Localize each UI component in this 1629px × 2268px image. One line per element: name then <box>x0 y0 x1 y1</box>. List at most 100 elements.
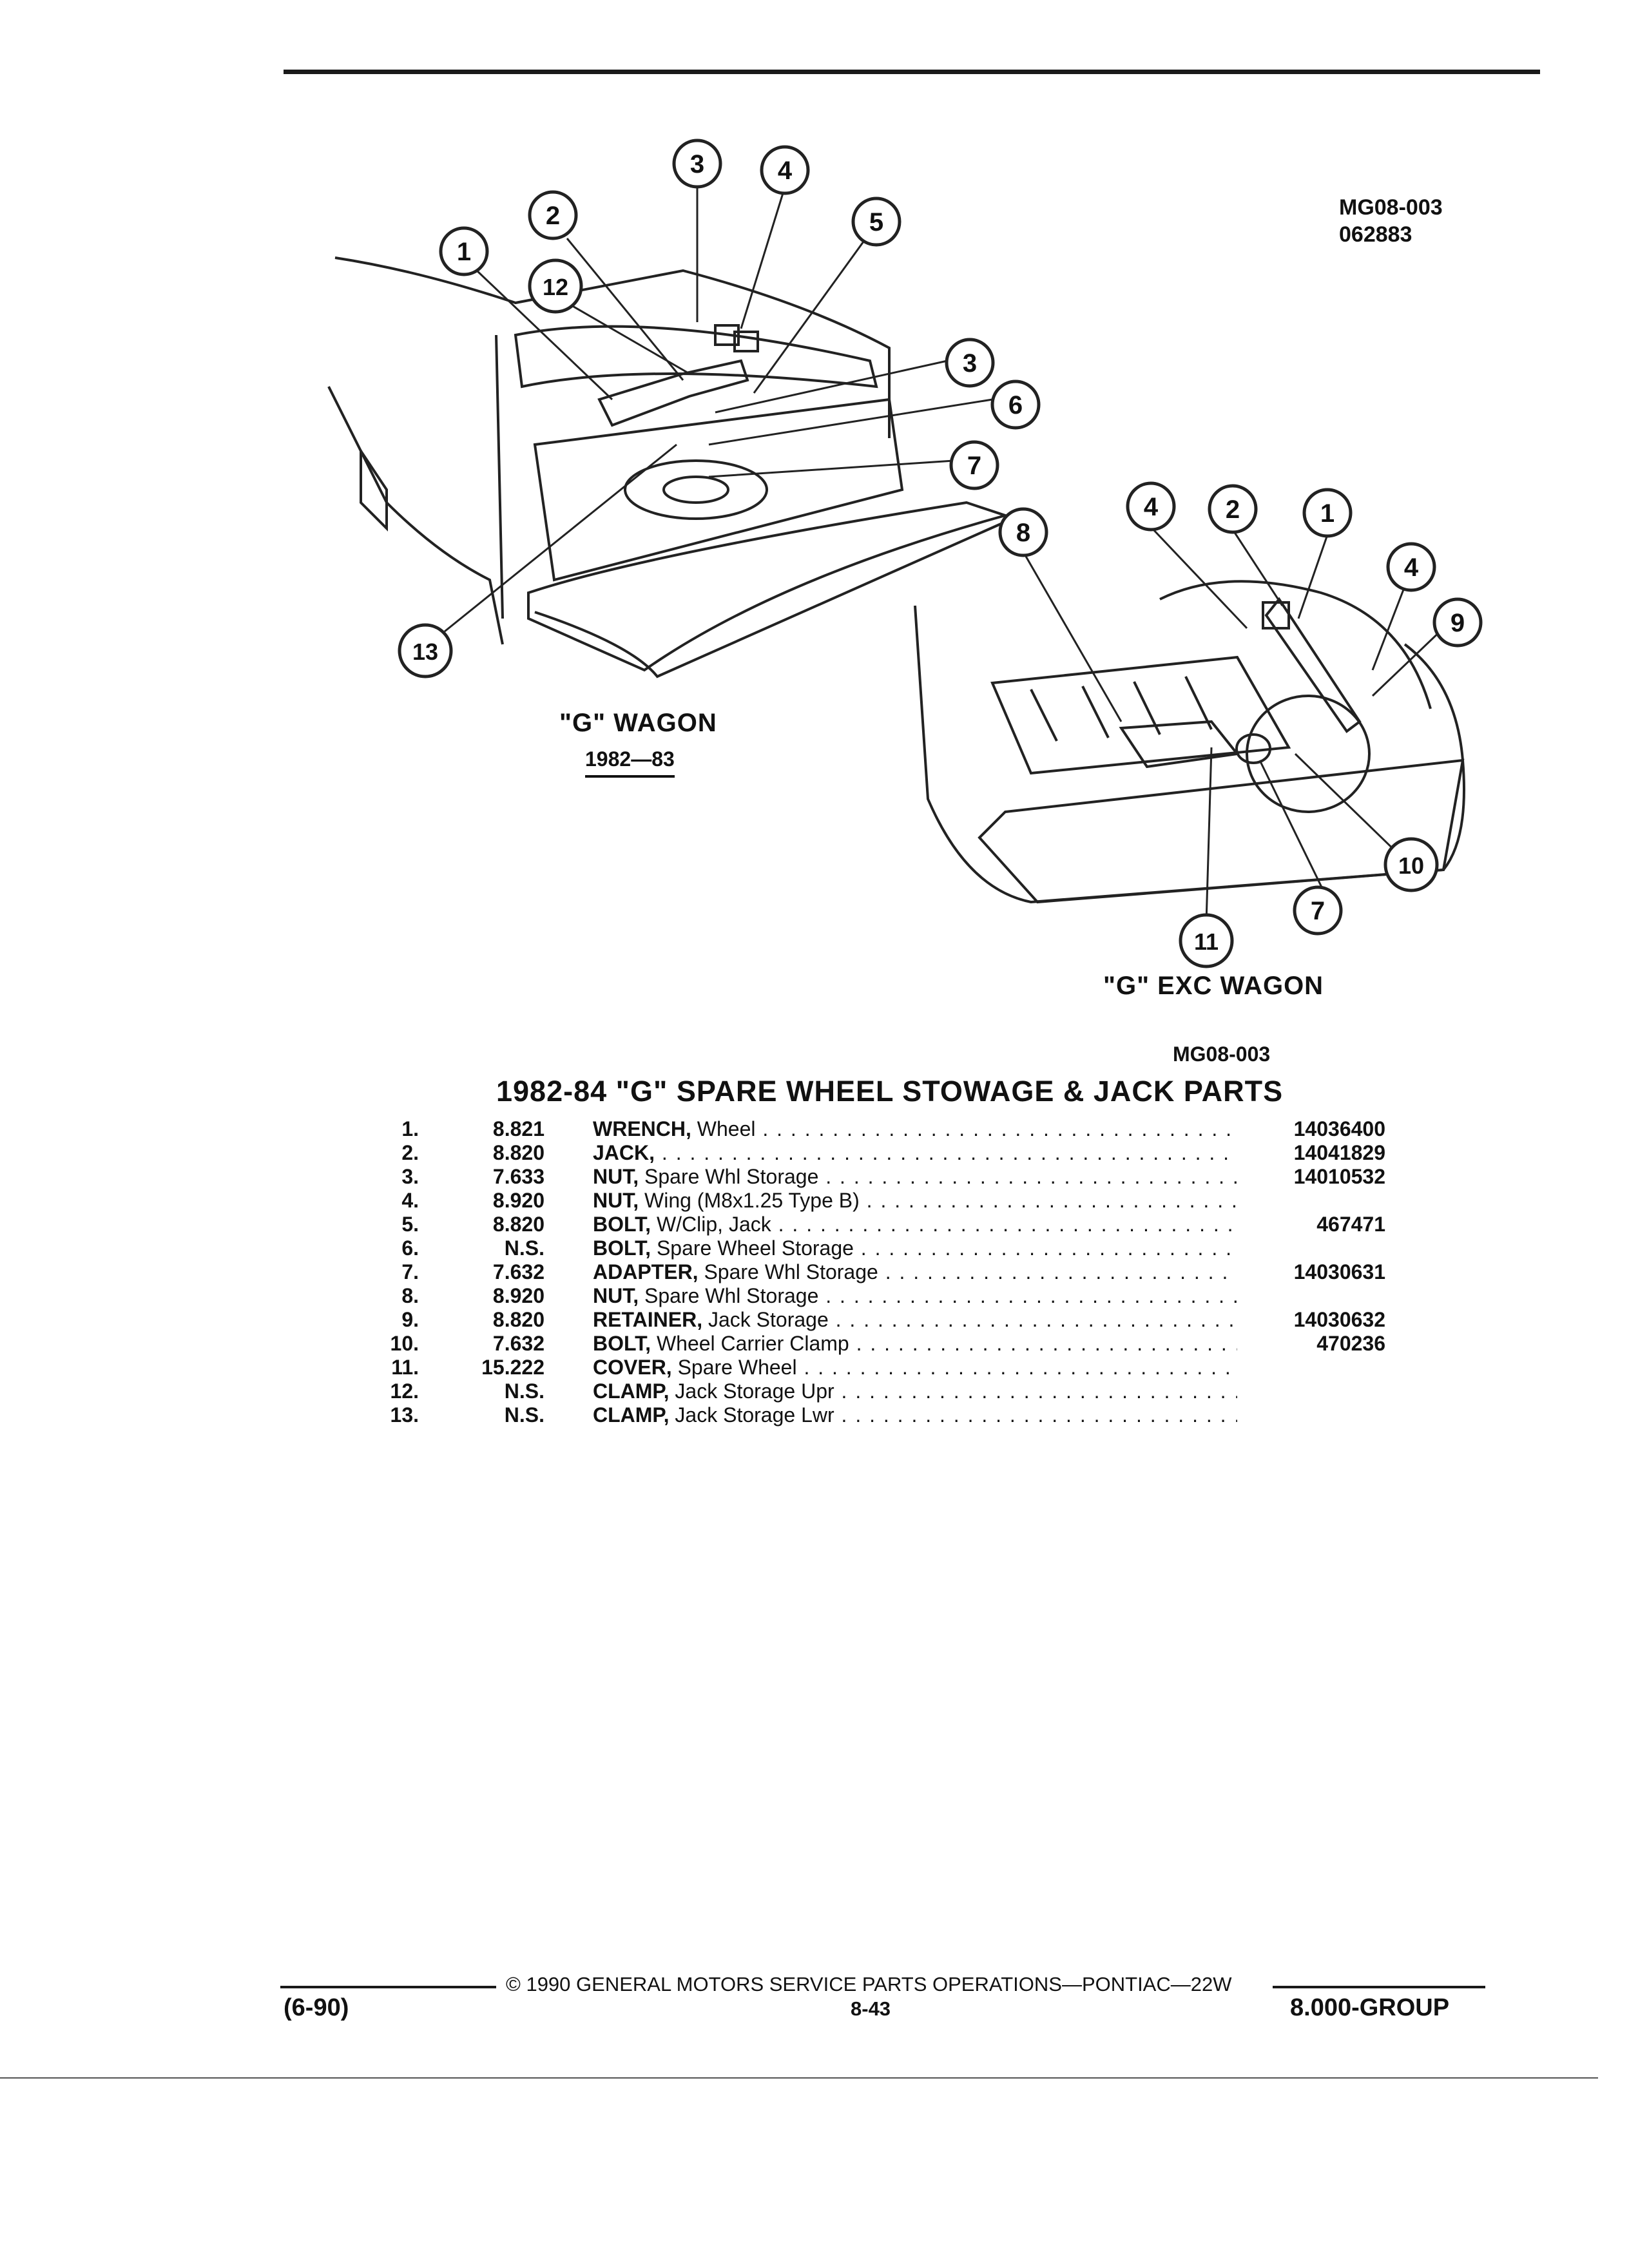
exc-wagon-illustration: 8 4 2 1 4 9 10 7 11 <box>914 481 1483 968</box>
part-name: CLAMP, <box>593 1403 670 1427</box>
footer-date-code: (6-90) <box>284 1994 349 2021</box>
part-number: 14030631 <box>1237 1260 1385 1284</box>
part-item-number: 6. <box>401 1236 419 1260</box>
wagon-roofline <box>334 256 891 438</box>
illustration-ref-code: MG08-003 <box>1339 195 1443 220</box>
part-detail: Wheel Carrier Clamp <box>651 1332 849 1355</box>
part-item-number: 2. <box>401 1141 419 1164</box>
part-description: BOLT, W/Clip, Jack <box>593 1213 1237 1236</box>
part-name: RETAINER, <box>593 1308 703 1331</box>
part-name: WRENCH, <box>593 1117 691 1140</box>
parts-list-ref-code: MG08-003 <box>1173 1043 1271 1066</box>
part-description: BOLT, Spare Wheel Storage <box>593 1236 1237 1260</box>
exc-wagon-fender <box>1159 580 1432 709</box>
part-group-number: 8.920 <box>492 1284 545 1307</box>
part-item-number: 12. <box>390 1379 419 1403</box>
part-detail: Wheel <box>691 1117 756 1140</box>
part-group-number: 15.222 <box>481 1356 545 1379</box>
exc-wagon-callout-10: 10 <box>1398 852 1424 879</box>
parts-list-row: 12.N.S.CLAMP, Jack Storage Upr <box>361 1379 1385 1403</box>
part-name: NUT, <box>593 1284 639 1307</box>
footer-copyright: © 1990 GENERAL MOTORS SERVICE PARTS OPER… <box>506 1973 1232 1995</box>
part-group-number: 8.920 <box>492 1189 545 1212</box>
exc-wagon-callout-circles <box>998 481 1483 968</box>
footer-rule-left <box>280 1986 496 1988</box>
exc-wagon-spare-tire <box>1246 695 1371 813</box>
part-number: 14036400 <box>1237 1117 1385 1141</box>
part-name: COVER, <box>593 1356 672 1379</box>
part-name: ADAPTER, <box>593 1260 699 1283</box>
part-group-number: 7.632 <box>492 1332 545 1355</box>
part-group-number: 8.820 <box>492 1213 545 1236</box>
wagon-callout-circles <box>398 139 1041 678</box>
exc-wagon-callout-1: 1 <box>1320 499 1335 528</box>
part-description: COVER, Spare Wheel <box>593 1356 1237 1379</box>
wagon-leader-lines <box>444 187 993 633</box>
exc-wagon-callout-7: 7 <box>1311 897 1325 925</box>
exc-wagon-bumper <box>978 758 1465 904</box>
part-item-number: 5. <box>401 1213 419 1236</box>
wagon-rear-pillar <box>495 325 878 619</box>
part-item-number: 7. <box>401 1260 419 1283</box>
part-detail: Wing (M8x1.25 Type B) <box>639 1189 860 1212</box>
exc-wagon-callout-8: 8 <box>1016 519 1030 547</box>
wagon-callout-1: 1 <box>457 238 471 266</box>
wagon-callout-6: 6 <box>1008 391 1023 419</box>
wagon-callout-7: 7 <box>967 452 981 480</box>
part-item-number: 1. <box>401 1117 419 1140</box>
wagon-callout-5: 5 <box>869 208 883 236</box>
part-description: ADAPTER, Spare Whl Storage <box>593 1260 1237 1284</box>
part-description: WRENCH, Wheel <box>593 1117 1237 1141</box>
parts-list-row: 6.N.S.BOLT, Spare Wheel Storage <box>361 1236 1385 1260</box>
part-description: NUT, Wing (M8x1.25 Type B) <box>593 1189 1237 1213</box>
illustration-ref-date: 062883 <box>1339 222 1412 247</box>
part-number: 14030632 <box>1237 1308 1385 1332</box>
wagon-callout-3b: 3 <box>963 349 977 378</box>
part-name: BOLT, <box>593 1213 651 1236</box>
part-detail: Spare Whl Storage <box>639 1165 819 1188</box>
part-number: 470236 <box>1237 1332 1385 1356</box>
exc-wagon-callout-4: 4 <box>1144 493 1159 521</box>
part-item-number: 13. <box>390 1403 419 1427</box>
exc-wagon-callout-2: 2 <box>1226 495 1240 524</box>
part-group-number: 7.633 <box>492 1165 545 1188</box>
wagon-tailgate-edge <box>534 521 1006 678</box>
parts-list-row: 11. 15.222 COVER, Spare Wheel <box>361 1356 1385 1379</box>
part-detail: Jack Storage <box>702 1308 829 1331</box>
part-group-number: 8.821 <box>492 1117 545 1140</box>
part-number: 467471 <box>1237 1213 1385 1236</box>
exc-wagon-callout-labels: 8 4 2 1 4 9 10 7 11 <box>1016 493 1465 955</box>
exc-wagon-spare-hub <box>1235 733 1271 764</box>
part-detail: Spare Whl Storage <box>698 1260 878 1283</box>
exc-wagon-trunk-ribs <box>1030 676 1213 742</box>
part-description: NUT, Spare Whl Storage <box>593 1284 1237 1308</box>
part-name: JACK, <box>593 1141 655 1164</box>
exc-wagon-caption: "G" EXC WAGON <box>1103 972 1324 1000</box>
wagon-callout-13: 13 <box>412 639 438 665</box>
part-description: CLAMP, Jack Storage Upr <box>593 1379 1237 1403</box>
part-description: NUT, Spare Whl Storage <box>593 1165 1237 1189</box>
parts-list-row: 13.N.S.CLAMP, Jack Storage Lwr <box>361 1403 1385 1427</box>
wagon-years: 1982—83 <box>585 747 675 778</box>
part-group-number: 7.632 <box>492 1260 545 1283</box>
wagon-spare-tire-hub <box>662 476 729 504</box>
wagon-illustration: 1 2 3 4 5 12 3 6 7 13 <box>327 139 1041 678</box>
part-detail: W/Clip, Jack <box>651 1213 771 1236</box>
footer-rule-right <box>1273 1986 1485 1988</box>
wagon-callout-labels: 1 2 3 4 5 12 3 6 7 13 <box>412 150 1023 665</box>
part-name: NUT, <box>593 1165 639 1188</box>
parts-list-title: 1982-84 "G" SPARE WHEEL STOWAGE & JACK P… <box>496 1075 1284 1108</box>
part-description: CLAMP, Jack Storage Lwr <box>593 1403 1237 1427</box>
part-item-number: 11. <box>391 1356 419 1379</box>
wagon-callout-3: 3 <box>690 150 704 178</box>
parts-list-row: 4. 8.920 NUT, Wing (M8x1.25 Type B) <box>361 1189 1385 1213</box>
part-number: 14041829 <box>1237 1141 1385 1165</box>
exc-wagon-trunk <box>990 655 1291 775</box>
part-item-number: 4. <box>401 1189 419 1212</box>
